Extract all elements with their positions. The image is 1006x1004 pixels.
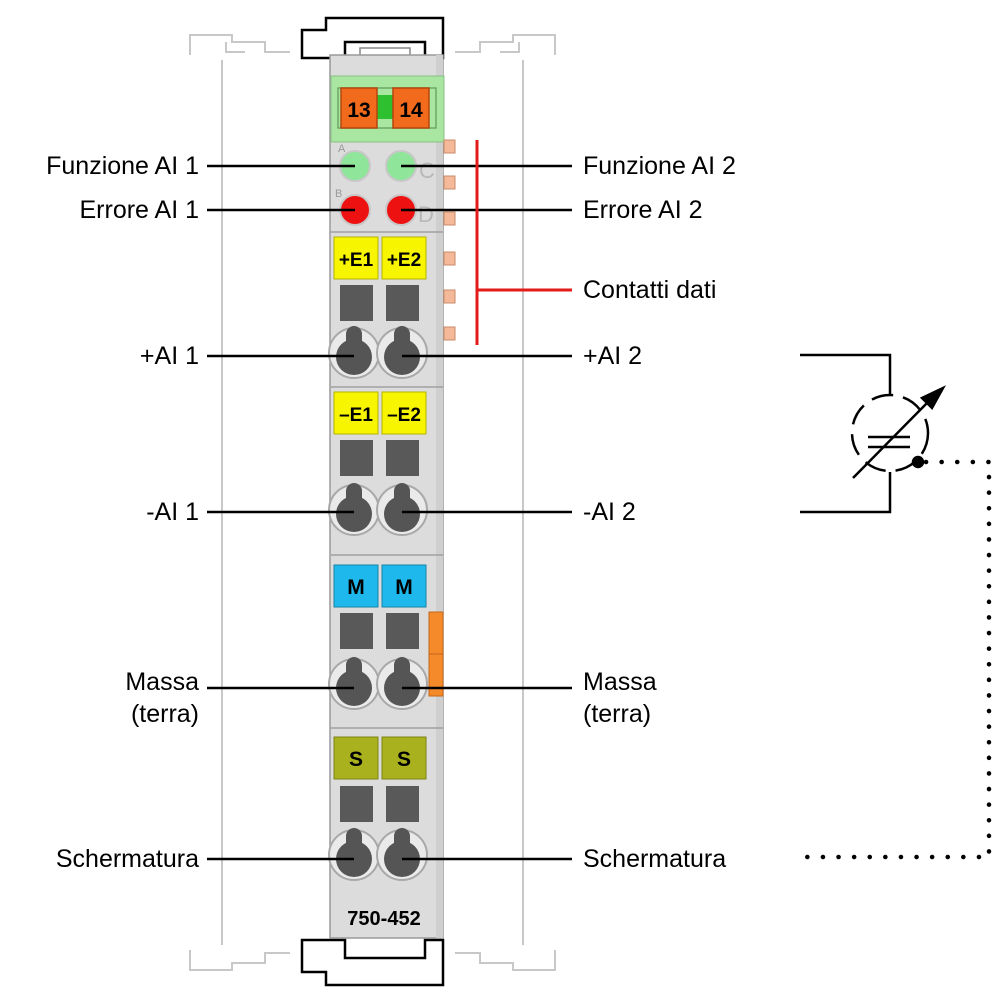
release-slot (340, 613, 373, 649)
marker-m-right-label: M (395, 576, 413, 599)
din-rail-outline (189, 34, 556, 971)
marker-s-left-label: S (349, 748, 363, 771)
data-contacts (443, 139, 456, 341)
led-pin-c: C (419, 158, 435, 183)
section-dividers (331, 231, 443, 729)
led-pin-d: D (418, 202, 434, 227)
clamp-minus-ai1 (328, 483, 380, 536)
marker-e2-minus-label: –E2 (387, 405, 421, 426)
marker-m-left-label: M (347, 576, 365, 599)
terminal-14-label: 14 (399, 99, 423, 122)
clamp-schermatura-left (328, 828, 380, 881)
terminal-13-label: 13 (347, 99, 370, 122)
marker-s-left (333, 736, 379, 780)
marker-e2-minus (381, 391, 427, 435)
release-slot (340, 285, 373, 321)
label-minus-ai2: -AI 2 (583, 498, 636, 526)
label-massa-right-line1: Massa (583, 668, 657, 696)
terminal-13 (340, 87, 378, 129)
marker-s-right (381, 736, 427, 780)
marker-e2-plus-label: +E2 (387, 250, 421, 271)
label-errore-ai2: Errore AI 2 (583, 196, 703, 224)
housing-edge (436, 55, 443, 938)
release-slot (386, 786, 419, 822)
shield-connection-dotted (802, 459, 992, 860)
clamp-plus-ai1 (328, 326, 380, 379)
release-slot (386, 285, 419, 321)
label-plus-ai1: +AI 1 (140, 342, 199, 370)
marker-m-left (333, 564, 379, 608)
marker-e1-minus-label: –E1 (339, 405, 373, 426)
header-frame (337, 87, 437, 129)
label-funzione-ai1: Funzione AI 1 (46, 152, 199, 180)
marker-e2-plus (381, 236, 427, 280)
label-schermatura-left: Schermatura (56, 845, 199, 873)
release-slot (386, 613, 419, 649)
clamp-massa-left (328, 657, 380, 710)
leader-lines-left (207, 164, 355, 861)
release-slot (386, 440, 419, 476)
clamp-minus-ai2 (376, 483, 428, 536)
label-errore-ai1: Errore AI 1 (80, 196, 200, 224)
label-contatti-dati: Contatti dati (583, 276, 716, 304)
label-massa-right-line2: (terra) (583, 700, 651, 728)
header-bridge (375, 95, 395, 119)
label-schermatura-right: Schermatura (583, 845, 726, 873)
led-pin-b: B (335, 188, 342, 200)
label-plus-ai2: +AI 2 (583, 342, 642, 370)
marker-e1-plus (333, 236, 379, 280)
label-massa-left-line1: Massa (125, 668, 199, 696)
model-number: 750-452 (347, 908, 420, 930)
label-massa-left-line2: (terra) (131, 700, 199, 728)
led-pin-a: A (338, 143, 346, 155)
clamp-schermatura-right (376, 828, 428, 881)
variable-resistor-sensor-icon (800, 353, 946, 514)
top-clip (300, 16, 445, 60)
bottom-clip (300, 938, 445, 987)
release-slot (340, 440, 373, 476)
label-minus-ai1: -AI 1 (146, 498, 199, 526)
marker-s-right-label: S (397, 748, 411, 771)
marker-e1-plus-label: +E1 (339, 250, 374, 271)
release-slot (340, 786, 373, 822)
label-funzione-ai2: Funzione AI 2 (583, 152, 736, 180)
marker-m-right (381, 564, 427, 608)
leader-lines-right (401, 164, 572, 861)
terminal-14 (392, 87, 430, 129)
clamp-plus-ai2 (376, 326, 428, 379)
data-contacts-bracket (475, 140, 572, 345)
clamp-massa-right (376, 657, 428, 710)
marker-e1-minus (333, 391, 379, 435)
